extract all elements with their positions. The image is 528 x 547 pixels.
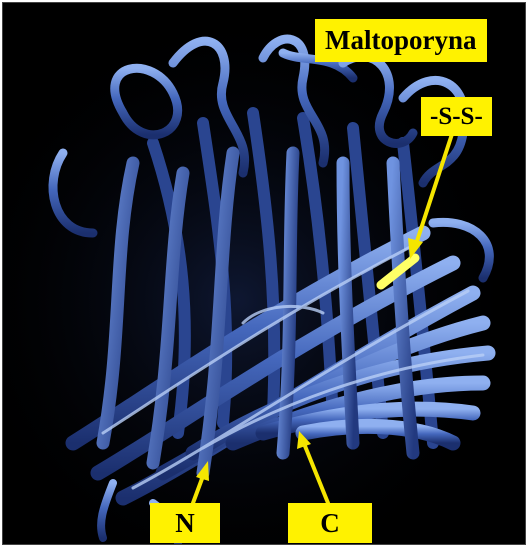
disulfide-label: -S-S-: [421, 97, 492, 136]
c-terminus-label: C: [288, 503, 372, 543]
title-label: Maltoporyna: [315, 19, 487, 62]
n-terminus-label: N: [150, 503, 220, 543]
protein-ribbon-image: [3, 3, 525, 544]
